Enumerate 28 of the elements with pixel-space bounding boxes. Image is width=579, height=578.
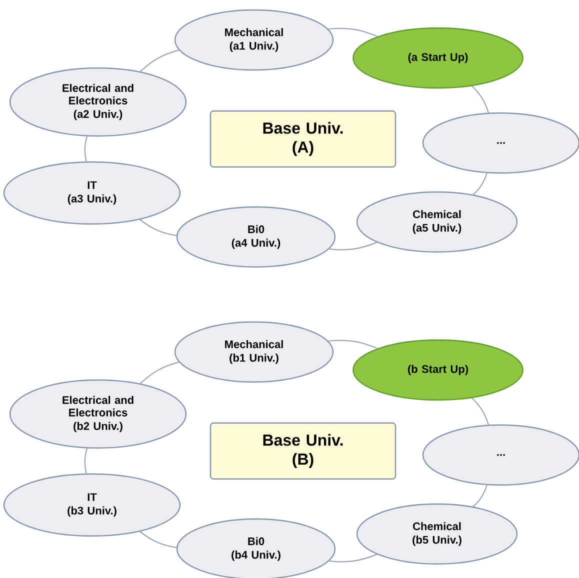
ellipse-node: Bi0 (a4 Univ.) [176, 206, 336, 268]
ellipse-node: Chemical (b5 Univ.) [356, 503, 518, 565]
connector-line [328, 340, 378, 349]
connector-line [328, 242, 378, 250]
connector-line [472, 172, 488, 196]
ellipse-node: ... [422, 424, 579, 486]
ellipse-node: IT (a3 Univ.) [3, 161, 181, 225]
connector-line [139, 219, 177, 236]
connector-line [472, 398, 489, 426]
ellipse-node: Electrical and Electronics (b2 Univ.) [9, 379, 187, 449]
ellipse-node: IT (b3 Univ.) [3, 473, 181, 537]
ellipse-node: ... [422, 112, 579, 174]
ellipse-node: Chemical (a5 Univ.) [356, 191, 518, 253]
connector-line [84, 136, 88, 162]
base-box: Base Univ. (A) [210, 110, 396, 168]
ellipse-node: Mechanical (a1 Univ.) [174, 9, 334, 71]
connector-line [140, 50, 180, 72]
ellipse-node: Mechanical (b1 Univ.) [174, 321, 334, 383]
connector-line [84, 448, 88, 474]
ellipse-node: Bi0 (b4 Univ.) [176, 518, 336, 578]
ellipse-node: Electrical and Electronics (a2 Univ.) [9, 67, 187, 137]
connector-line [328, 28, 378, 37]
base-box: Base Univ. (B) [210, 422, 396, 480]
connector-line [139, 531, 177, 548]
connector-line [140, 362, 180, 384]
connector-line [472, 86, 489, 114]
connector-line [328, 554, 378, 562]
connector-line [472, 484, 488, 508]
